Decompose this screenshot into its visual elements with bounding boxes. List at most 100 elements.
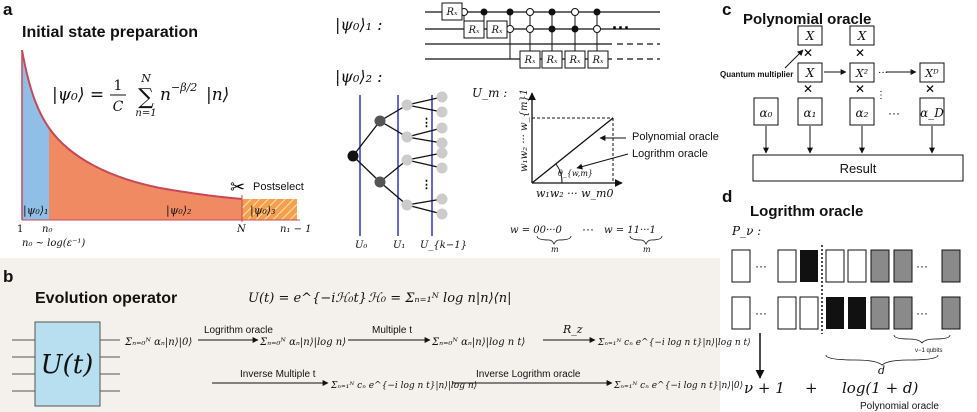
eq-lhs: |ψ₀⟩ = [52,85,104,105]
quantum-multiplier-label: Quantum multiplier [720,70,793,79]
svg-text:✕: ✕ [925,82,935,96]
eq-exponent: −β/2 [171,81,197,94]
region-label-psi1: |ψ₀⟩₁ [23,204,48,218]
alpha-0: α₀ [760,106,773,120]
alpha-d: α_D [920,106,944,120]
eq-base: n [160,85,171,105]
svg-text:⋮: ⋮ [421,117,432,129]
eq-frac-den: C [113,99,124,115]
eq-ket: |n⟩ [206,85,229,105]
region-label-psi3: |ψ₀⟩₃ [250,204,275,218]
tree-label-u0: U₀ [355,240,367,251]
state-1: Σₙ₌₀ᴺ αₙ|n⟩|0⟩ [124,337,192,348]
state-3: Σₙ₌₀ᴺ αₙ|n⟩|log n t⟩ [431,337,525,348]
formula-left: ν + 1 [744,379,785,397]
tick-N: N [236,224,247,235]
rx-gate: Rₓ [490,25,503,36]
panel-label-c: c [722,0,731,19]
ut-definition: U(t) = e^{−iℋ₀t} [248,291,367,306]
w-dots: ··· [582,222,594,236]
um-poly-label: Polynomial oracle [632,131,719,143]
svg-text:···: ··· [612,18,630,38]
formula-right: log(1 + d) [842,379,919,397]
result-label: Result [840,161,877,176]
c-dots-2: ··· [888,106,900,120]
eq-sum-top: N [140,72,151,85]
panel-label-d: d [722,187,732,206]
formula-plus: + [805,379,818,397]
step-multiple-t: Multiple t [372,325,412,336]
w-left-m: m [551,245,559,254]
step-inverse-multiple-t: Inverse Multiple t [240,369,316,380]
rx-gate: Rₓ [445,7,458,18]
panel-a-title: Initial state preparation [22,24,198,41]
x-box: X [857,29,867,43]
rx-gate: Rₓ [467,25,480,36]
distribution-curve [21,49,243,200]
x-box: X [805,66,815,80]
state-equation: |ψ₀⟩ = 1 C N ∑ n=1 n −β/2 |n⟩ [52,72,229,119]
ut-box-label: U(t) [41,350,94,380]
panel-c-title: Polynomial oracle [743,11,871,28]
tree-label-u1: U₁ [393,240,405,251]
x-d: Xᴰ [924,67,939,80]
qubits-note: ν−1 qubits [915,348,943,354]
eq-frac-num: 1 [114,78,123,94]
panel-b-title: Evolution operator [35,290,177,307]
polynomial-oracle-diagram: X ✕ X ✕ α₁ X ✕ X² ✕ α₂ Xᴰ ✕ α_D α₀ ··· ·… [720,25,964,182]
ut-box-group: U(t) [12,321,120,407]
tree-label-uk: U_{k−1} [420,240,467,251]
ut-box [34,321,101,407]
psi2-label: |ψ₀⟩₂ : [335,67,382,86]
svg-text:∑: ∑ [138,85,154,110]
region-psi1 [22,50,49,220]
x-squared: X² [855,67,868,80]
svg-text:⋮: ⋮ [876,90,886,101]
um-label: U_m : [472,86,507,100]
region-label-psi2: |ψ₀⟩₂ [166,204,191,218]
state-5: Σₙ₌₁ᴺ cₙ e^{−i log n t}|n⟩|log n⟩ [330,381,477,391]
svg-text:✕: ✕ [855,82,865,96]
rx-gate: Rₓ [568,55,581,66]
svg-text:⋮: ⋮ [421,179,432,191]
logrithm-oracle-registers: ··· ··· ··· ··· ν−1 qubits d ν + 1 + log… [731,245,961,412]
panel-label-b: b [3,267,13,286]
psi1-circuit: ··· Rₓ Rₓ Rₓ Rₓ Rₓ Rₓ Rₓ [425,2,660,69]
panel-label-a: a [3,0,13,19]
alpha-1: α₁ [804,106,817,120]
state-6: Σₙ₌₁ᴺ cₙ e^{−i log n t}|n⟩|0⟩ [613,381,743,391]
svg-text:✕: ✕ [803,46,813,60]
rx-gate: Rₓ [591,55,604,66]
um-yaxis-label: w₁w₂ ··· w_{m}1 [519,89,530,172]
w-right-m: m [643,245,651,254]
psi1-label: |ψ₀⟩₁ : [335,15,382,34]
d-label: d [878,364,885,377]
um-xaxis-label: w₁w₂ ··· w_m0 [536,187,613,200]
evolution-steps: Σₙ₌₀ᴺ αₙ|n⟩|0⟩ Logrithm oracle Σₙ₌₀ᴺ αₙ|… [124,323,751,391]
scissors-icon: ✂ [230,177,245,197]
step-rz: R_z [562,323,583,336]
panel-b-background [0,258,720,412]
distribution-plot [21,49,300,222]
svg-text:✕: ✕ [855,46,865,60]
poly-note: Polynomial oracle [860,401,939,412]
um-plot: θ_{w,m} w₁w₂ ··· w_{m}1 w₁w₂ ··· w_m0 Po… [510,89,719,254]
svg-text:···: ··· [916,259,928,273]
state-2: Σₙ₌₀ᴺ αₙ|n⟩|log n⟩ [259,337,346,348]
step-inverse-logrithm-oracle: Inverse Logrithm oracle [476,369,581,380]
panel-d-title: Logrithm oracle [750,203,863,220]
p-nu-label: P_ν : [731,224,761,238]
step-logrithm-oracle: Logrithm oracle [204,325,273,336]
x-box: X [805,29,815,43]
svg-text:···: ··· [755,306,767,320]
region-psi2 [49,128,242,220]
um-angle-label: θ_{w,m} [558,169,593,178]
tick-1: 1 [17,224,23,235]
alpha-2: α₂ [856,106,869,120]
state-4: Σₙ₌₁ᴺ cₙ e^{−i log n t}|n⟩|log n t⟩ [597,338,751,348]
eq-sum-bottom: n=1 [135,108,156,119]
result-box [752,154,964,182]
tick-n1: n₁ − 1 [280,224,312,235]
n0-note: n₀ ~ log(ε⁻¹) [22,238,85,249]
